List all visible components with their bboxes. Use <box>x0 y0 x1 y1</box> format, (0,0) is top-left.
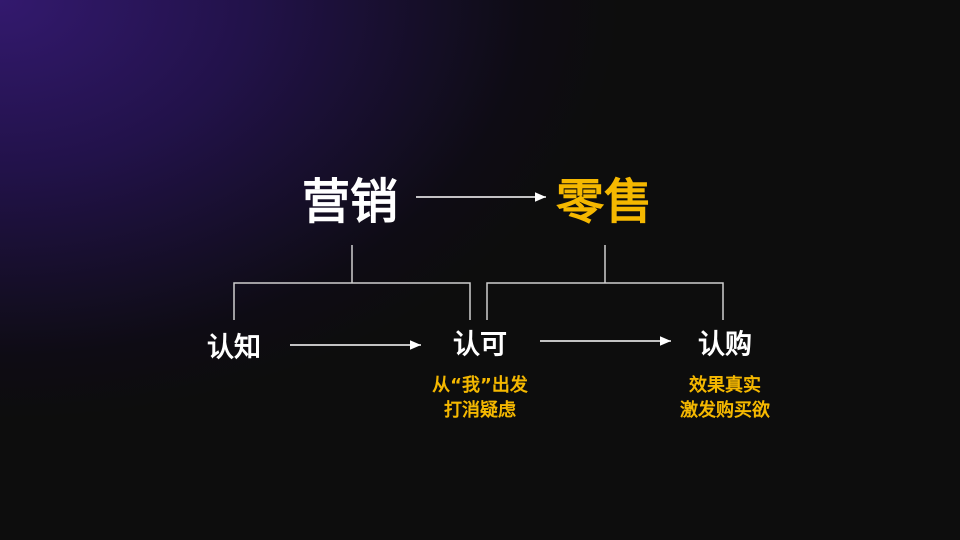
stage-purchase: 认购 <box>698 329 752 361</box>
stage-awareness: 认知 <box>207 332 261 364</box>
approval-note: 打消疑虑 <box>443 400 516 421</box>
retail-title: 零售 <box>555 174 653 230</box>
marketing-title: 营销 <box>301 174 399 230</box>
purchase-note: 激发购买欲 <box>680 400 770 421</box>
approval-notes: 从“我”出发 打消疑虑 <box>432 373 528 423</box>
marketing-bracket <box>233 245 471 320</box>
retail-bracket <box>486 245 724 320</box>
approval-note: 从“我”出发 <box>432 375 528 396</box>
purchase-notes: 效果真实 激发购买欲 <box>680 373 770 423</box>
stage-approval: 认可 <box>453 329 507 361</box>
purchase-note: 效果真实 <box>689 375 761 396</box>
